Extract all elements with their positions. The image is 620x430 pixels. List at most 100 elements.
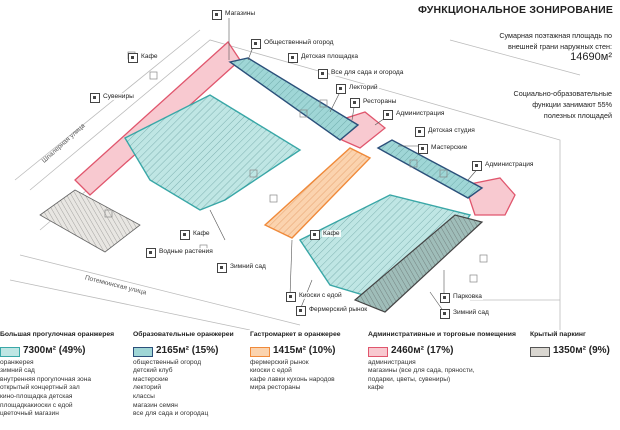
label-fermerskiy-rynok: Фермерский рынок [308, 306, 369, 313]
label-kafe-top: Кафе [140, 53, 159, 60]
legend-item: киоски с едой [250, 367, 292, 375]
legend-item: зимний сад [0, 367, 35, 375]
legend-swatch [368, 346, 388, 357]
garden-store-icon [318, 69, 328, 79]
legend-value: 1350м² (9%) [553, 345, 610, 357]
social-functions-info: Социально-образовательные функции занима… [514, 88, 612, 121]
label-kafe-right: Кафе [322, 230, 341, 237]
winter-garden-icon [217, 263, 227, 273]
page-title: ФУНКЦИОНАЛЬНОЕ ЗОНИРОВАНИЕ [418, 4, 614, 16]
legend-head: Большая прогулочная оранжерея [0, 331, 115, 338]
legend-item: магазин семян [133, 401, 178, 409]
social-line1: Социально-образовательные [513, 89, 612, 98]
legend-item: площадкакиоски с едой [0, 401, 73, 409]
legend-educational-greenhouses: Образовательные оранжереи 2165м² (15%) о… [133, 331, 243, 419]
souvenir-icon [90, 93, 100, 103]
label-zimniy-sad-1: Зимний сад [229, 263, 267, 270]
label-parkovka: Парковка [452, 293, 483, 300]
total-area-info: Сумарная поэтажная площадь по внешней гр… [499, 30, 612, 63]
workshop-icon [418, 144, 428, 154]
legend-item: кафе [368, 384, 384, 392]
legend-swatch [250, 346, 270, 357]
total-area-line1: Сумарная поэтажная площадь по [499, 31, 612, 40]
label-vse-dlya-sada: Все для сада и огорода [330, 69, 405, 76]
admin-icon [383, 110, 393, 120]
label-zimniy-sad-2: Зимний сад [452, 309, 490, 316]
cafe-icon [310, 230, 320, 240]
lecture-icon [336, 84, 346, 94]
legend-item: администрация [368, 358, 416, 366]
legend-items: администрация магазины (все для сада, пр… [368, 359, 518, 393]
legend-swatch [0, 346, 20, 357]
legend-item: все для сада и огородац [133, 410, 209, 418]
shop-icon [212, 10, 222, 20]
legend-items: фермерский рынок киоски с едой кафе лавк… [250, 359, 360, 393]
total-area-line2: внешней грани наружных стен: [508, 42, 612, 51]
label-detskaya-studiya: Детская студия [427, 127, 476, 134]
legend-item: кафе лавки кухонь народов [250, 375, 335, 383]
legend-item: общественный огород [133, 358, 202, 366]
label-kafe-mid: Кафе [192, 230, 211, 237]
legend-item: внутренняя прогулочная зона [0, 375, 92, 383]
legend-item: цветочный магазин [0, 410, 59, 418]
label-administratsiya-1: Администрация [395, 110, 446, 117]
legend-item: оранжерея [0, 358, 34, 366]
winter-garden-icon [440, 309, 450, 319]
legend-swatch [530, 346, 550, 357]
label-magaziny: Магазины [224, 10, 257, 17]
legend-item: лекторий [133, 384, 162, 392]
social-line2: функции занимают 55% [532, 100, 612, 109]
legend-item: мира рестораны [250, 384, 301, 392]
legend-item: магазины (все для сада, пряности, [368, 367, 475, 375]
covered-parking-right [353, 214, 484, 313]
label-kioski: Киоски с едой [298, 292, 343, 299]
label-masterskie: Мастерские [430, 144, 469, 151]
main-greenhouse [124, 94, 472, 301]
admin-icon [472, 161, 482, 171]
label-suveniry: Сувениры [102, 93, 135, 100]
total-area-value: 14690м² [570, 51, 612, 63]
cafe-icon [180, 230, 190, 240]
legend-value: 1415м² (10%) [273, 345, 336, 357]
label-lektoriy: Лекторий [348, 84, 379, 91]
site-plan [9, 18, 581, 330]
legend-head: Крытый паркинг [530, 331, 586, 338]
covered-parking-left [39, 189, 141, 253]
legend-items: общественный огород детский клуб мастерс… [133, 359, 243, 419]
garden-icon [251, 39, 261, 49]
legend-gastro-market: Гастромаркет в оранжерее 1415м² (10%) фе… [250, 331, 360, 393]
legend-items: оранжерея зимний сад внутренняя прогулоч… [0, 359, 128, 419]
food-kiosk-icon [286, 292, 296, 302]
legend-item: классы [133, 392, 155, 400]
legend-head: Гастромаркет в оранжерее [250, 331, 341, 338]
restaurant-icon [350, 98, 360, 108]
label-vodnye-rasteniya: Водные растения [158, 248, 214, 255]
legend-value: 2460м² (17%) [391, 345, 454, 357]
legend-swatch [133, 346, 153, 357]
legend-item: кино-площадка детская [0, 392, 73, 400]
legend-admin-commercial: Административные и торговые помещения 24… [368, 331, 518, 393]
legend-walking-greenhouse: Большая прогулочная оранжерея 7300м² (49… [0, 331, 128, 419]
legend-value: 7300м² (49%) [23, 345, 86, 357]
label-ogorod: Общественный огород [263, 39, 335, 46]
playground-icon [288, 53, 298, 63]
farmers-market-icon [296, 306, 306, 316]
educational-greenhouses [228, 57, 484, 199]
parking-icon [440, 293, 450, 303]
legend-item: фермерский рынок [250, 358, 309, 366]
water-plants-icon [146, 248, 156, 258]
gastro-market [263, 147, 372, 239]
label-restorany: Рестораны [362, 98, 398, 105]
cafe-icon [128, 53, 138, 63]
legend-item: подарки, цветы, сувениры) [368, 375, 451, 383]
legend-item: мастерские [133, 375, 169, 383]
legend-head: Образовательные оранжереи [133, 331, 234, 338]
legend-item: детский клуб [133, 367, 173, 375]
legend-item: открытый концертный зал [0, 384, 80, 392]
label-detskaya-ploshchadka: Детская площадка [300, 53, 360, 60]
legend-head: Административные и торговые помещения [368, 331, 516, 338]
kids-studio-icon [415, 127, 425, 137]
legend-covered-parking: Крытый паркинг 1350м² (9%) [530, 331, 618, 357]
legend-value: 2165м² (15%) [156, 345, 219, 357]
label-administratsiya-2: Администрация [484, 161, 535, 168]
